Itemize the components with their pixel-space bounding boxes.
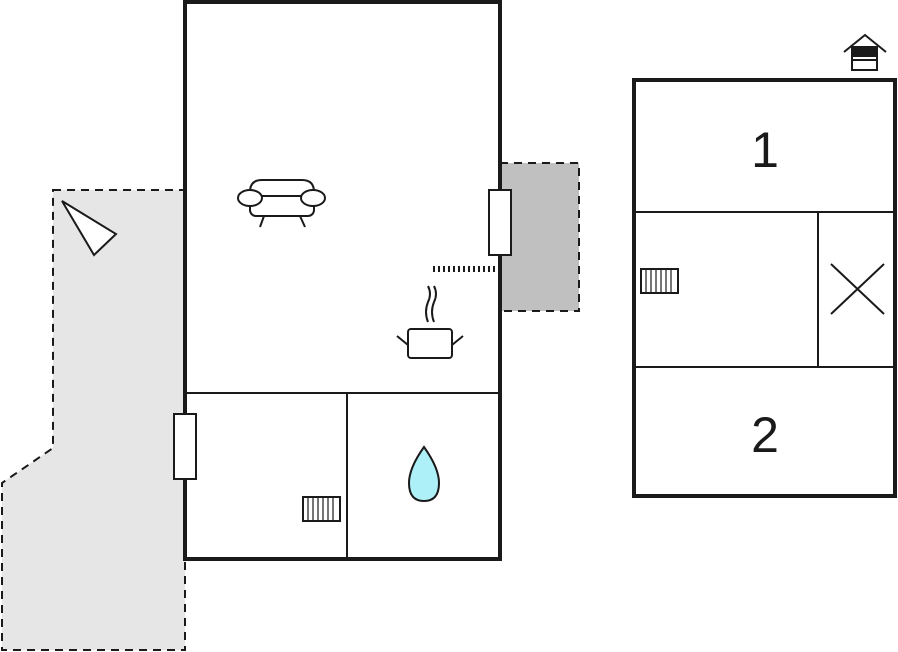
stairs-house-icon [843,33,887,71]
ground-floor-outline [183,0,502,561]
water-drop-icon [407,445,441,503]
sun-umbrella-icon [61,200,118,257]
radiator-icon [640,268,679,294]
upper-floor-outline [632,78,897,498]
radiator-icon [302,496,341,522]
bedroom-1-label: 1 [751,122,779,178]
bedroom-2-label: 2 [751,407,779,463]
terrace-door-left [173,413,197,480]
terrace-door-right [488,189,512,256]
sofa-icon [237,179,326,228]
cooking-pot-icon [396,285,464,359]
terrace-area [1,189,186,651]
cross-icon [830,263,885,315]
